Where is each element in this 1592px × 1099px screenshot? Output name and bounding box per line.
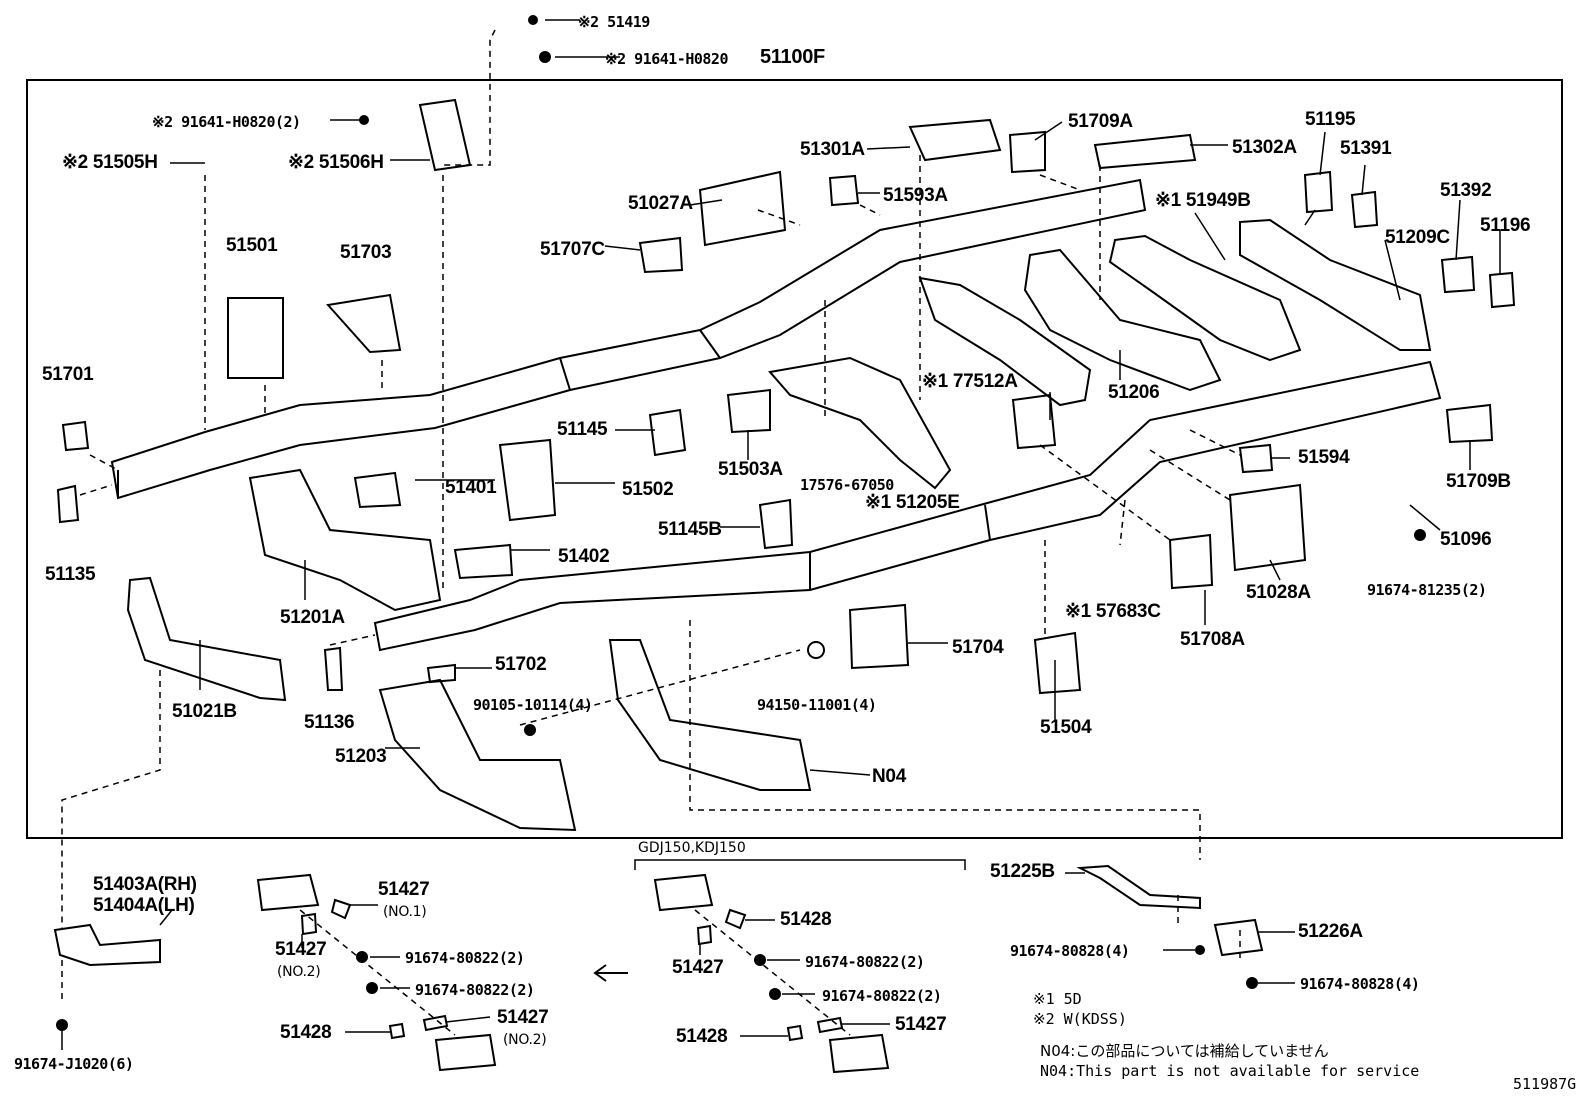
part-51503A-label: 51503A xyxy=(718,459,783,480)
no1-sublabel: (NO.1) xyxy=(383,904,427,920)
part-51504-label: 51504 xyxy=(1040,717,1092,738)
frame-rail-right xyxy=(373,360,1442,652)
part-51701-label: 51701 xyxy=(42,364,94,385)
note-n04-en: N04:This part is not available for servi… xyxy=(1040,1062,1420,1080)
part-51203-label: 51203 xyxy=(335,746,387,767)
part-51135-label: 51135 xyxy=(45,564,96,585)
part-51593A-label: 51593A xyxy=(883,185,948,206)
part-91674-80822-b-label: 91674-80822(2) xyxy=(415,981,535,999)
part-51949B-label: ※1 51949B xyxy=(1155,190,1251,211)
crossmember-51206 xyxy=(1023,248,1222,392)
part-17576-label: 17576-67050 xyxy=(800,476,894,494)
part-51145B-label: 51145B xyxy=(658,519,722,540)
part-51427-a-label: 51427 xyxy=(672,957,724,978)
main-assembly-label: 51100F xyxy=(760,46,825,68)
part-51501-label: 51501 xyxy=(226,235,278,256)
part-51145-label: 51145 xyxy=(557,419,608,440)
crossmember-51203 xyxy=(378,678,577,832)
part-51206-label: 51206 xyxy=(1108,382,1160,403)
part-51594-label: 51594 xyxy=(1298,447,1350,468)
part-51502-label: 51502 xyxy=(622,479,674,500)
crossmember-51205E xyxy=(768,356,952,490)
crossmember-51209C xyxy=(1239,218,1432,351)
part-51709A-label: 51709A xyxy=(1068,111,1133,132)
part-51401-label: 51401 xyxy=(445,477,497,498)
part-51196-label: 51196 xyxy=(1480,215,1531,236)
part-91674-81235-label: 91674-81235(2) xyxy=(1367,581,1487,599)
part-51427-b-label: 51427 xyxy=(895,1014,947,1035)
diagram-code: 511987G xyxy=(1513,1075,1577,1093)
part-51402-label: 51402 xyxy=(558,546,610,567)
part-51709B-label: 51709B xyxy=(1446,471,1511,492)
crossmember-51201A xyxy=(248,468,442,612)
part-51225B-label: 51225B xyxy=(990,861,1055,882)
part-51704-label: 51704 xyxy=(952,637,1004,658)
part-51027A-label: 51027A xyxy=(628,193,693,214)
part-51404A-label: 51404A(LH) xyxy=(93,895,195,916)
part-51195-label: 51195 xyxy=(1305,109,1356,130)
part-91641-top-label: ※2 91641-H0820 xyxy=(605,50,728,68)
part-91674-80822-a-label: 91674-80822(2) xyxy=(405,949,525,967)
part-51226A-label: 51226A xyxy=(1298,921,1363,942)
part-51096-label: 51096 xyxy=(1440,529,1492,550)
part-51391-label: 51391 xyxy=(1340,138,1392,159)
part-51505H-label: ※2 51505H xyxy=(62,152,158,173)
part-51419-label: ※2 51419 xyxy=(578,13,650,31)
part-91641-left-label: ※2 91641-H0820(2) xyxy=(152,113,301,131)
part-51021B-label: 51021B xyxy=(172,701,237,722)
no2b-sublabel: (NO.2) xyxy=(503,1032,547,1048)
no2-sublabel: (NO.2) xyxy=(277,964,321,980)
part-51427-no2b-label: 51427 xyxy=(497,1007,549,1028)
part-57683C-label: ※1 57683C xyxy=(1065,601,1161,622)
part-51392-label: 51392 xyxy=(1440,180,1492,201)
part-51302A-label: 51302A xyxy=(1232,137,1297,158)
frame-rail-left xyxy=(110,178,1147,500)
note-n04-jp: N04:この部品については補給していません xyxy=(1040,1042,1329,1060)
part-77512A-label: ※1 77512A xyxy=(922,371,1018,392)
part-51428-label: 51428 xyxy=(280,1022,332,1043)
assembly-border xyxy=(26,79,1563,839)
part-N04-label: N04 xyxy=(872,766,906,787)
part-51201A-label: 51201A xyxy=(280,607,345,628)
part-51707C-label: 51707C xyxy=(540,239,605,260)
part-51708A-label: 51708A xyxy=(1180,629,1245,650)
crossmember-51949B xyxy=(1108,234,1302,362)
part-94150-label: 94150-11001(4) xyxy=(757,696,877,714)
part-51136-label: 51136 xyxy=(304,712,355,733)
part-51301A-label: 51301A xyxy=(800,139,865,160)
part-90105-label: 90105-10114(4) xyxy=(473,696,593,714)
part-51702-label: 51702 xyxy=(495,654,547,675)
crossmember-77512A xyxy=(918,276,1092,407)
part-51506H-label: ※2 51506H xyxy=(288,152,384,173)
part-51427-no2-label: 51427 xyxy=(275,939,327,960)
part-51703-label: 51703 xyxy=(340,242,392,263)
part-51403A-label: 51403A(RH) xyxy=(93,874,197,895)
part-91674-80822-d-label: 91674-80822(2) xyxy=(822,987,942,1005)
group-label: GDJ150,KDJ150 xyxy=(638,840,746,856)
part-51209C-label: 51209C xyxy=(1385,227,1450,248)
part-51028A-label: 51028A xyxy=(1246,582,1311,603)
part-51428-bot-label: 51428 xyxy=(676,1026,728,1047)
part-91674-80828-b-label: 91674-80828(4) xyxy=(1300,975,1420,993)
crossmember-N04 xyxy=(608,639,812,791)
part-91674-80822-c-label: 91674-80822(2) xyxy=(805,953,925,971)
part-51428-top-label: 51428 xyxy=(780,909,832,930)
note-2: ※2 W(KDSS) xyxy=(1033,1010,1127,1028)
part-91674-80828-a-label: 91674-80828(4) xyxy=(1010,942,1130,960)
part-51205E-label: ※1 51205E xyxy=(865,492,960,513)
crossmember-51021B xyxy=(126,576,287,702)
part-91674-J1020-label: 91674-J1020(6) xyxy=(14,1055,134,1073)
part-51427-no1-label: 51427 xyxy=(378,879,430,900)
note-1: ※1 5D xyxy=(1033,990,1082,1008)
